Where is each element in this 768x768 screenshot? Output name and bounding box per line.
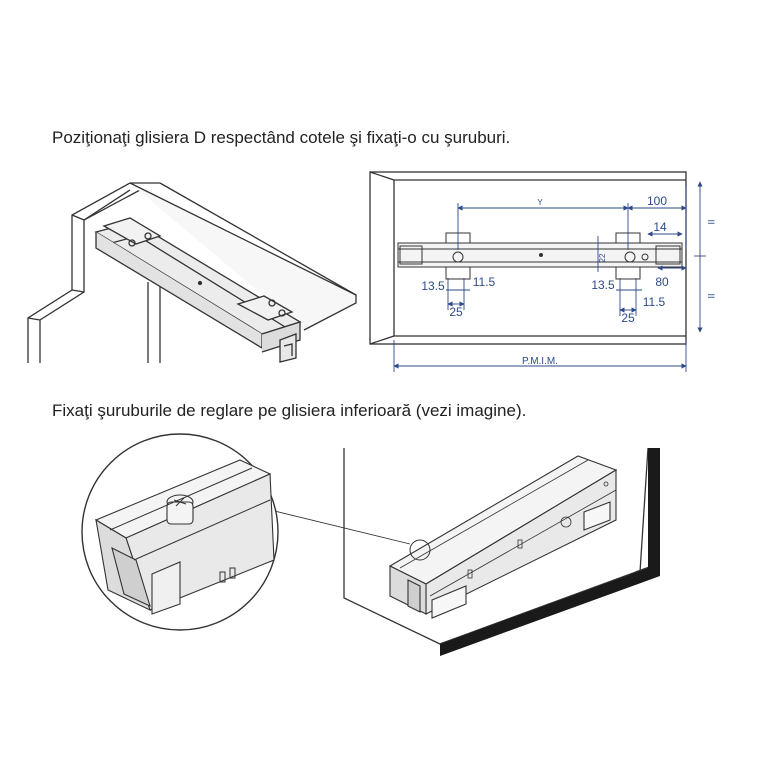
dim-13-5-left: 13.5 <box>421 279 445 293</box>
dim-equal-top: II <box>706 219 716 224</box>
dim-13-5-right: 13.5 <box>591 278 615 292</box>
rail-mounting-isometric <box>27 182 357 363</box>
dim-25-left: 25 <box>449 305 463 319</box>
dim-100: 100 <box>647 194 667 208</box>
dim-11-5-left: 11.5 <box>473 275 496 289</box>
dim-equal-bottom: II <box>706 293 716 298</box>
dim-22: 22 <box>598 253 607 262</box>
instruction-step-2: Fixaţi şuruburile de reglare pe glisiera… <box>52 401 527 420</box>
dim-14: 14 <box>653 220 667 234</box>
adjustment-screw-detail <box>81 433 660 656</box>
dim-11-5-right: 11.5 <box>643 295 666 309</box>
instruction-step-1: Poziţionaţi glisiera D respectând cotele… <box>52 128 511 147</box>
dim-y: Y <box>537 198 543 207</box>
dim-80: 80 <box>655 275 669 289</box>
dim-25-right: 25 <box>621 311 635 325</box>
dim-pmim: P.M.I.M. <box>522 356 558 367</box>
rail-dimension-drawing: Y 100 14 22 80 13.5 11.5 25 13.5 11.5 25… <box>369 171 716 372</box>
